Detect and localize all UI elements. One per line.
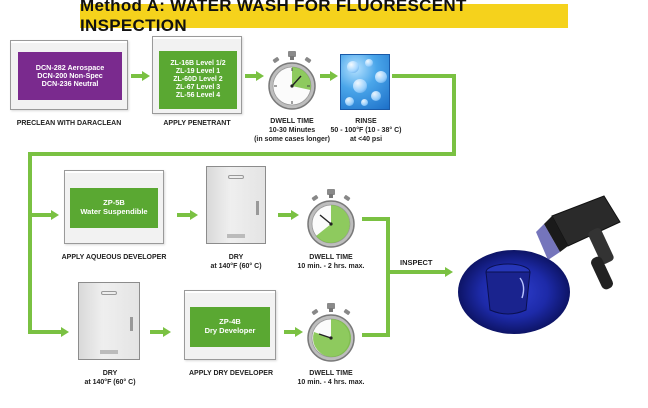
stopwatch-icon bbox=[307, 189, 355, 248]
flow-arrow bbox=[131, 74, 143, 78]
dryer-handle bbox=[130, 317, 133, 332]
dry-2-label: DRY at 140°F (60° C) bbox=[70, 370, 150, 388]
dry-developer-tank-icon: ZP-4B Dry Developer bbox=[184, 290, 276, 360]
flow-arrow-head bbox=[51, 210, 59, 220]
dry-1-label: DRY at 140°F (60° C) bbox=[196, 254, 276, 272]
droplet bbox=[365, 59, 373, 67]
aqueous-developer-tank-icon: ZP-5B Water Suspendible bbox=[64, 170, 164, 244]
penetrant-product-3: ZL-60D Level 2 bbox=[173, 75, 223, 83]
flow-connector bbox=[362, 333, 390, 337]
droplet bbox=[345, 97, 354, 106]
flow-arrow-head bbox=[61, 327, 69, 337]
preclean-product-3: DCN-236 Neutral bbox=[41, 79, 99, 89]
dwell-time-1-title: DWELL TIME bbox=[270, 118, 314, 125]
flow-arrow-head bbox=[445, 267, 453, 277]
penetrant-label: APPLY PENETRANT bbox=[163, 120, 231, 127]
dryer-handle bbox=[256, 201, 259, 216]
water-droplets-icon bbox=[340, 54, 390, 110]
penetrant-product-4: ZL-67 Level 3 bbox=[175, 84, 221, 92]
dwell-time-1-range: 10-30 Minutes bbox=[268, 126, 316, 134]
flow-arrow bbox=[32, 330, 62, 334]
dry-1-title: DRY bbox=[228, 254, 244, 261]
rinse-temperature: 50 - 100°F (10 - 38° C) bbox=[330, 126, 402, 134]
aqueous-developer-product-panel: ZP-5B Water Suspendible bbox=[70, 188, 158, 228]
dwell-time-3-title: DWELL TIME bbox=[309, 370, 353, 377]
dryer-vent bbox=[101, 291, 117, 295]
droplet bbox=[353, 79, 367, 93]
dwell-time-2-title: DWELL TIME bbox=[309, 254, 353, 261]
aqueous-developer-product-name: Water Suspendible bbox=[80, 207, 148, 216]
flow-connector bbox=[28, 152, 32, 334]
droplet bbox=[371, 91, 381, 101]
preclean-tank-icon: DCN-282 Aerospace DCN-200 Non-Spec DCN-2… bbox=[10, 40, 128, 110]
flow-connector bbox=[28, 152, 456, 156]
dry-developer-product-name: Dry Developer bbox=[204, 326, 256, 335]
flow-arrow bbox=[278, 213, 292, 217]
aqueous-developer-product-code: ZP-5B bbox=[103, 198, 125, 208]
rinse-pressure: at <40 psi bbox=[349, 135, 383, 143]
preclean-product-panel: DCN-282 Aerospace DCN-200 Non-Spec DCN-2… bbox=[18, 52, 122, 100]
penetrant-tank-icon: ZL-16B Level 1/2 ZL-19 Level 1 ZL-60D Le… bbox=[152, 36, 242, 114]
rinse-title: RINSE bbox=[355, 118, 377, 125]
flow-connector bbox=[386, 217, 390, 337]
inspect-label: INSPECT bbox=[400, 258, 433, 267]
dwell-time-3-range: 10 min. - 4 hrs. max. bbox=[297, 378, 365, 386]
rinse-label: RINSE 50 - 100°F (10 - 38° C) at <40 psi bbox=[318, 118, 414, 144]
flow-arrow bbox=[320, 74, 331, 78]
dwell-time-1-label: DWELL TIME 10-30 Minutes (in some cases … bbox=[252, 118, 332, 144]
droplet bbox=[361, 99, 368, 106]
dryer-plate bbox=[227, 234, 245, 238]
flow-arrow-head bbox=[256, 71, 264, 81]
dry-2-title: DRY bbox=[102, 370, 118, 377]
penetrant-product-2: ZL-19 Level 1 bbox=[175, 67, 221, 75]
dryer-plate bbox=[100, 350, 118, 354]
flow-arrow-head bbox=[330, 71, 338, 81]
dryer-vent bbox=[228, 175, 244, 179]
dry-2-temperature: at 140°F (60° C) bbox=[84, 378, 136, 386]
flow-arrow bbox=[245, 74, 257, 78]
droplet bbox=[375, 71, 387, 83]
penetrant-product-1: ZL-16B Level 1/2 bbox=[170, 59, 226, 67]
flow-arrow-head bbox=[190, 210, 198, 220]
dryer-cabinet-icon bbox=[78, 282, 140, 360]
flow-connector bbox=[392, 74, 456, 78]
dryer-cabinet-icon bbox=[206, 166, 266, 244]
stopwatch-icon bbox=[307, 303, 355, 362]
dry-developer-product-code: ZP-4B bbox=[219, 317, 241, 327]
flow-connector bbox=[362, 217, 390, 221]
flow-arrow bbox=[32, 213, 52, 217]
penetrant-product-5: ZL-56 Level 4 bbox=[175, 92, 221, 100]
penetrant-product-panel: ZL-16B Level 1/2 ZL-19 Level 1 ZL-60D Le… bbox=[159, 51, 237, 109]
flow-arrow-head bbox=[142, 71, 150, 81]
dry-developer-product-panel: ZP-4B Dry Developer bbox=[190, 307, 270, 347]
uv-lamp-icon bbox=[458, 195, 621, 334]
flow-arrow-head bbox=[291, 210, 299, 220]
dwell-time-2-label: DWELL TIME 10 min. - 2 hrs. max. bbox=[291, 254, 371, 272]
dwell-time-2-range: 10 min. - 2 hrs. max. bbox=[297, 262, 365, 270]
dwell-time-1-note: (in some cases longer) bbox=[254, 135, 330, 143]
flow-arrow bbox=[284, 330, 296, 334]
dwell-time-3-label: DWELL TIME 10 min. - 4 hrs. max. bbox=[291, 370, 371, 388]
aqueous-developer-label: APPLY AQUEOUS DEVELOPER bbox=[61, 254, 167, 261]
flow-connector bbox=[452, 74, 456, 156]
preclean-product-1: DCN-282 Aerospace bbox=[35, 62, 105, 72]
dry-developer-label: APPLY DRY DEVELOPER bbox=[188, 370, 274, 377]
title-banner: Method A: WATER WASH FOR FLUORESCENT INS… bbox=[80, 0, 568, 35]
preclean-label: PRECLEAN WITH DARACLEAN bbox=[16, 120, 122, 127]
dry-1-temperature: at 140°F (60° C) bbox=[210, 262, 262, 270]
flow-arrow bbox=[386, 270, 446, 274]
flow-arrow bbox=[177, 213, 191, 217]
flow-arrow bbox=[150, 330, 164, 334]
page-title: Method A: WATER WASH FOR FLUORESCENT INS… bbox=[80, 0, 467, 35]
stopwatch-icon bbox=[268, 51, 316, 110]
flow-arrow-head bbox=[163, 327, 171, 337]
droplet bbox=[347, 61, 359, 73]
preclean-product-2: DCN-200 Non-Spec bbox=[37, 70, 103, 80]
flow-arrow-head bbox=[295, 327, 303, 337]
